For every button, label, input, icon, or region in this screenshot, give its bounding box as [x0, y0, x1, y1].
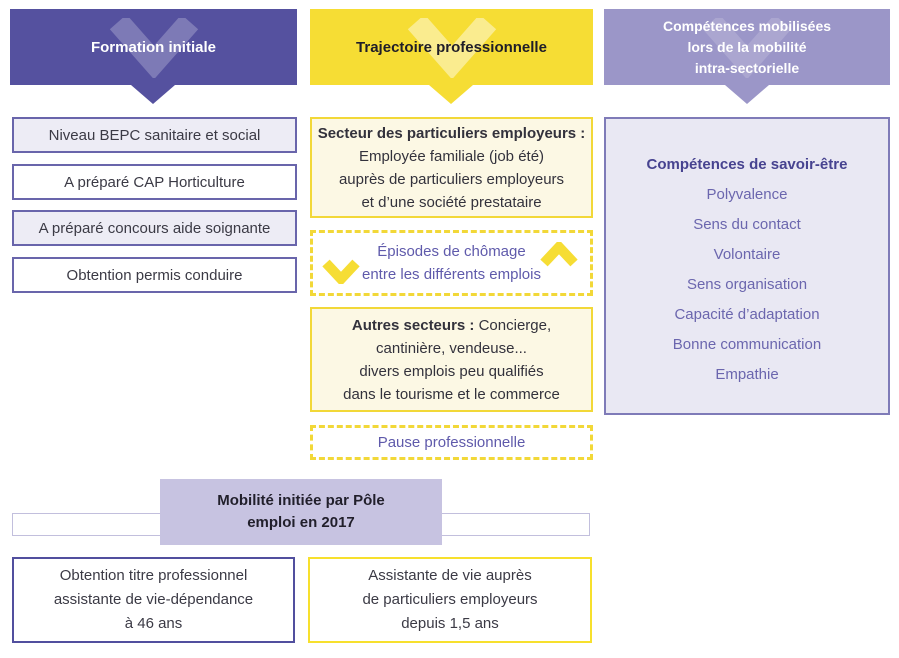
chevron-down-icon: [702, 18, 792, 78]
skill-item-sens-contact: Sens du contact: [693, 216, 801, 233]
assistante-box-line1: Assistante de vie auprès: [368, 567, 532, 584]
obtention-box-line1: Obtention titre professionnel: [59, 567, 248, 584]
skill-item-polyvalence: Polyvalence: [706, 186, 788, 203]
formation-box-cap: A préparé CAP Horticulture: [12, 164, 297, 200]
skill-item-organisation: Sens organisation: [686, 276, 808, 293]
autres-box-line4: dans le tourisme et le commerce: [343, 385, 560, 403]
chevron-down-icon: [322, 259, 360, 284]
mobility-banner-line2: emploi en 2017: [247, 514, 355, 531]
chomage-box: Épisodes de chômage entre les différents…: [310, 230, 593, 296]
obtention-box-line2: assistante de vie-dépendance: [53, 591, 254, 608]
competences-header: Compétences mobilisées lors de la mobili…: [604, 9, 890, 85]
autres-box-line2: cantinière, vendeuse...: [376, 339, 527, 357]
triangle-down-icon: [131, 85, 175, 104]
chevron-up-icon: [540, 242, 578, 267]
triangle-down-icon: [725, 85, 769, 104]
formation-box-concours: A préparé concours aide soignante: [12, 210, 297, 246]
autres-box-title: Autres secteurs :: [351, 316, 475, 334]
obtention-box-line3: à 46 ans: [124, 615, 183, 632]
competences-header-line3: intra-sectorielle: [694, 59, 800, 76]
pause-box-label: Pause professionnelle: [377, 434, 526, 451]
obtention-titre-box: Obtention titre professionnel assistante…: [12, 557, 295, 643]
chomage-box-line2: entre les différents emplois: [362, 266, 541, 283]
competences-header-label: Compétences mobilisées lors de la mobili…: [663, 16, 831, 79]
savoir-etre-panel: Compétences de savoir-être Polyvalence S…: [604, 117, 890, 415]
trajectoire-header-label: Trajectoire professionnelle: [356, 38, 547, 56]
formation-box-bepc: Niveau BEPC sanitaire et social: [12, 117, 297, 153]
autres-box-line1: Autres secteurs : Concierge,: [352, 314, 551, 337]
mobility-banner-line1: Mobilité initiée par Pôle: [217, 492, 385, 509]
secteur-box-line2: auprès de particuliers employeurs: [338, 170, 565, 188]
assistante-vie-box: Assistante de vie auprès de particuliers…: [308, 557, 592, 643]
triangle-down-icon: [429, 85, 473, 104]
secteur-employeurs-box: Secteur des particuliers employeurs : Em…: [310, 117, 593, 218]
formation-header-label: Formation initiale: [90, 38, 216, 56]
chevron-down-icon: [109, 18, 198, 78]
skill-item-empathie: Empathie: [715, 366, 779, 383]
pause-professionnelle-box: Pause professionnelle: [310, 425, 593, 460]
skill-item-volontaire: Volontaire: [713, 246, 781, 263]
formation-box-permis: Obtention permis conduire: [12, 257, 297, 293]
assistante-box-line3: depuis 1,5 ans: [401, 615, 499, 632]
autres-secteurs-box: Autres secteurs : Concierge, cantinière,…: [310, 307, 593, 412]
secteur-box-line1: Employée familiale (job été): [358, 147, 545, 165]
chevron-down-icon: [407, 18, 496, 78]
chomage-box-line1: Épisodes de chômage: [377, 243, 526, 260]
secteur-box-title: Secteur des particuliers employeurs :: [317, 124, 586, 142]
competences-header-line1: Compétences mobilisées: [662, 17, 832, 34]
trajectoire-header: Trajectoire professionnelle: [310, 9, 593, 85]
mobility-banner: Mobilité initiée par Pôle emploi en 2017: [160, 479, 442, 545]
assistante-box-line2: de particuliers employeurs: [362, 591, 538, 608]
savoir-etre-title: Compétences de savoir-être: [646, 156, 848, 173]
competences-header-line2: lors de la mobilité: [687, 38, 807, 55]
autres-box-line3: divers emplois peu qualifiés: [359, 362, 544, 380]
formation-header: Formation initiale: [10, 9, 297, 85]
secteur-box-line3: et d’une société prestataire: [361, 193, 542, 211]
autres-box-title-rest: Concierge,: [474, 316, 552, 334]
skill-item-adaptation: Capacité d’adaptation: [674, 306, 820, 323]
skill-item-communication: Bonne communication: [672, 336, 822, 353]
